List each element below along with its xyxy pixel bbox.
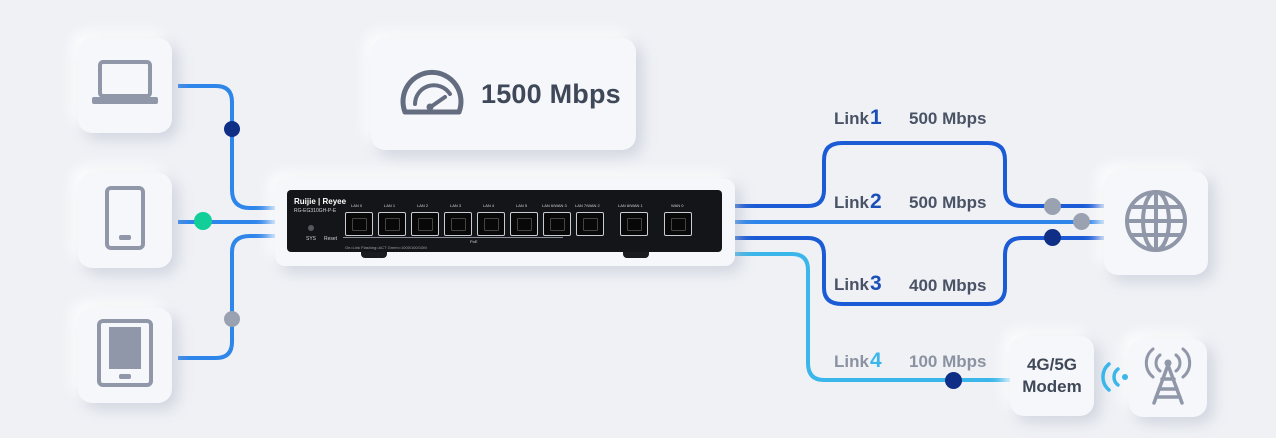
sys-label: SYS (306, 236, 317, 242)
port-label: LAN 2 (417, 203, 429, 208)
poe-bracket (343, 237, 563, 238)
router-card: Ruijie | Reyee RG-EG310GH-P-E SYS Reset … (275, 179, 735, 266)
laptop-card (78, 38, 172, 133)
port-label: LAN 3 (450, 203, 462, 208)
sys-led (308, 225, 314, 231)
link3-merge-dot (1044, 229, 1061, 246)
throughput-value: 1500 Mbps (481, 78, 621, 109)
modem-line2: Modem (1022, 377, 1082, 396)
modem-line1: 4G/5G (1026, 355, 1078, 374)
reset-label: Reset (324, 236, 338, 242)
phone-card (78, 173, 172, 268)
link4-label: Link 4 (834, 349, 882, 372)
link2-merge-dot (1073, 213, 1090, 230)
lan2-port[interactable] (411, 212, 439, 236)
port-legend: On=Link Flashing=ACT Green=1000/100/10M (345, 245, 427, 250)
lan8-wan1-port[interactable] (620, 212, 648, 236)
lan6-wan3-port[interactable] (543, 212, 571, 236)
link4-speed: 100 Mbps (909, 352, 987, 371)
wan0-port[interactable] (664, 212, 692, 236)
throughput-card: 1500 Mbps (371, 38, 636, 150)
router-model: RG-EG310GH-P-E (294, 208, 337, 214)
link3-label: Link 3 (834, 272, 882, 295)
lan4-port[interactable] (477, 212, 505, 236)
link1-merge-dot (1044, 198, 1061, 215)
lan1-port[interactable] (378, 212, 406, 236)
link3-speed: 400 Mbps (909, 276, 987, 295)
lan3-port[interactable] (444, 212, 472, 236)
router-foot (623, 252, 649, 258)
phone-icon (102, 185, 148, 256)
port-label: LAN 1 (384, 203, 396, 208)
tablet-junction-dot (224, 311, 240, 327)
tablet-wire (178, 234, 275, 360)
cell-tower-icon (1140, 345, 1196, 412)
port-label: LAN 6/WAN 3 (542, 203, 567, 208)
cell-tower-card (1129, 339, 1207, 417)
speedometer-icon (397, 60, 467, 129)
router-device: Ruijie | Reyee RG-EG310GH-P-E SYS Reset … (287, 190, 722, 252)
port-label: LAN 5 (516, 203, 528, 208)
tablet-icon (95, 318, 155, 393)
link3-wire (735, 236, 1104, 306)
phone-junction-dot (194, 212, 212, 230)
port-label: LAN 4 (483, 203, 495, 208)
link4-dot (945, 372, 962, 389)
port-label: LAN 0 (351, 203, 363, 208)
link2-label: Link 2 (834, 190, 882, 213)
modem-card: 4G/5G Modem (1010, 336, 1094, 416)
laptop-wire (178, 84, 275, 210)
port-label: LAN 8/WAN 1 (618, 203, 643, 208)
poe-label: PoE (470, 239, 478, 244)
laptop-icon (88, 57, 162, 114)
internet-card (1104, 171, 1208, 275)
port-label: LAN 7/WAN 2 (575, 203, 600, 208)
globe-icon (1123, 188, 1189, 259)
link1-speed: 500 Mbps (909, 109, 987, 128)
router-brand: Ruijie | Reyee (294, 197, 347, 206)
link1-label: Link 1 (834, 106, 882, 129)
tablet-card (78, 308, 172, 403)
router-foot (361, 252, 387, 258)
link2-speed: 500 Mbps (909, 193, 987, 212)
laptop-junction-dot (224, 121, 240, 137)
link4-wire (735, 252, 1010, 382)
lan5-port[interactable] (510, 212, 538, 236)
port-label: WAN 0 (671, 203, 684, 208)
link1-wire (735, 141, 1104, 208)
wireless-signal-icon (1096, 359, 1130, 400)
lan0-port[interactable] (345, 212, 373, 236)
lan7-wan2-port[interactable] (576, 212, 604, 236)
